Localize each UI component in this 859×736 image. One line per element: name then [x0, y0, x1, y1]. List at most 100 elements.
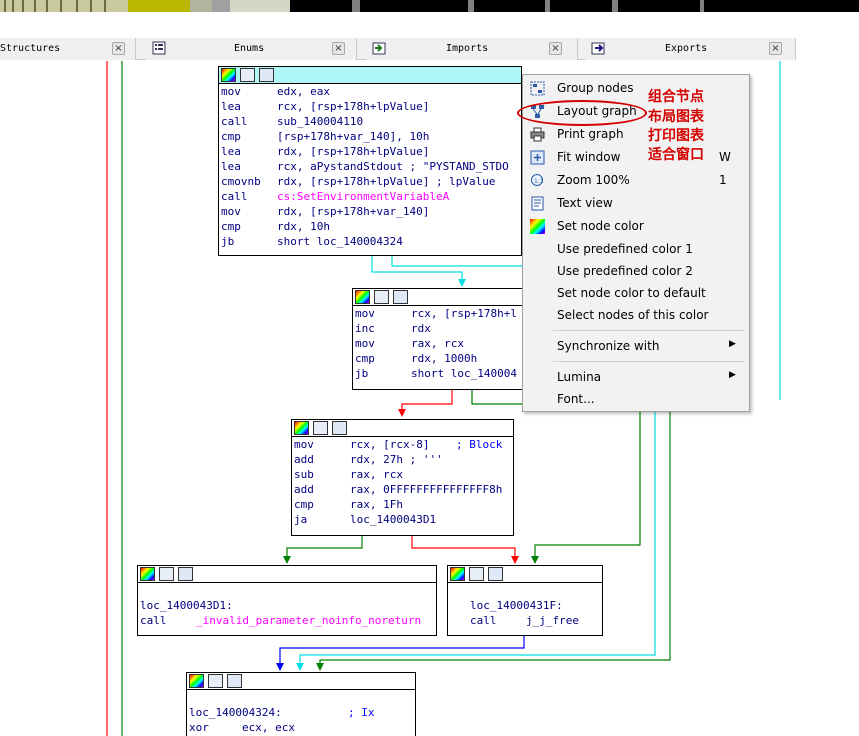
annotation-circle — [517, 100, 647, 126]
rename-icon[interactable] — [313, 421, 328, 435]
tab-enums-close-icon[interactable]: × — [332, 42, 345, 55]
node-color-icon[interactable] — [140, 567, 155, 581]
menu-item-fit-window[interactable]: Fit window W — [523, 147, 749, 169]
annotation-group-nodes: 组合节点 — [648, 89, 704, 105]
menu-item-print-graph[interactable]: Print graph — [523, 124, 749, 146]
tab-structures[interactable]: Structures × — [0, 38, 136, 60]
block-5-header — [448, 566, 602, 583]
menu-item-zoom-100[interactable]: 1:1 Zoom 100% 1 — [523, 170, 749, 192]
menu-separator — [553, 330, 745, 331]
tab-bar: Structures × Enums × Imports × Exports × — [0, 38, 796, 60]
list-view-icon[interactable] — [227, 674, 242, 688]
asm-label: loc_1400043D1: — [140, 599, 233, 612]
rename-icon[interactable] — [240, 68, 255, 82]
rename-icon[interactable] — [469, 567, 484, 581]
asm-line: call_invalid_parameter_noinfo_noreturn — [140, 614, 422, 627]
code-block-6[interactable]: loc_140004324: ; Ix xor ecx, ecx — [186, 672, 416, 736]
tab-exports-close-icon[interactable]: × — [769, 42, 782, 55]
node-color-icon[interactable] — [294, 421, 309, 435]
list-view-icon[interactable] — [178, 567, 193, 581]
tab-imports-close-icon[interactable]: × — [549, 42, 562, 55]
enums-icon — [152, 41, 166, 55]
submenu-arrow-icon: ▶ — [729, 370, 736, 380]
tab-exports[interactable]: Exports × — [585, 38, 796, 60]
tab-structures-label: Structures — [0, 43, 61, 54]
graph-edges — [106, 61, 781, 736]
menu-item-node-color-default[interactable]: Set node color to default — [557, 286, 706, 300]
tab-structures-close-icon[interactable]: × — [112, 42, 125, 55]
block-6-header — [187, 673, 415, 690]
group-nodes-icon — [530, 81, 545, 96]
node-color-icon[interactable] — [189, 674, 204, 688]
printer-icon — [530, 127, 545, 142]
node-color-icon[interactable] — [221, 68, 236, 82]
code-block-4[interactable]: loc_1400043D1: call_invalid_parameter_no… — [137, 565, 437, 636]
graph-context-menu: Group nodes Layout graph Print graph Fit… — [522, 74, 750, 412]
menu-item-predefined-color-2[interactable]: Use predefined color 2 — [557, 264, 693, 278]
menu-item-text-view[interactable]: Text view — [523, 193, 749, 215]
color-palette-icon — [530, 219, 545, 234]
menu-item-font[interactable]: Font... — [557, 392, 595, 406]
menu-item-group-nodes[interactable]: Group nodes — [523, 78, 749, 100]
exports-icon — [591, 42, 605, 55]
list-view-icon[interactable] — [488, 567, 503, 581]
list-view-icon[interactable] — [259, 68, 274, 82]
menu-separator — [553, 361, 745, 362]
menu-item-predefined-color-1[interactable]: Use predefined color 1 — [557, 242, 693, 256]
block-4-header — [138, 566, 436, 583]
rename-icon[interactable] — [159, 567, 174, 581]
tab-enums-label: Enums — [234, 43, 265, 54]
submenu-arrow-icon: ▶ — [729, 339, 736, 349]
menu-item-synchronize-with[interactable]: Synchronize with ▶ — [557, 339, 736, 353]
block-2-header — [353, 289, 523, 306]
asm-line: cmp[rsp+178h+var_140], 10h — [221, 130, 430, 143]
menu-item-set-node-color[interactable]: Set node color — [523, 216, 749, 238]
asm-label: loc_14000431F: — [470, 599, 563, 612]
annotation-layout-graph: 布局图表 — [648, 109, 704, 125]
node-color-icon[interactable] — [450, 567, 465, 581]
asm-line: xor ecx, ecx — [189, 721, 295, 734]
text-view-icon — [531, 196, 544, 211]
node-color-icon[interactable] — [355, 290, 370, 304]
svg-text:1:1: 1:1 — [534, 178, 544, 185]
block-1-header — [219, 67, 521, 84]
zoom-icon: 1:1 — [531, 174, 544, 186]
list-view-icon[interactable] — [332, 421, 347, 435]
list-view-icon[interactable] — [393, 290, 408, 304]
navigation-band[interactable] — [0, 0, 859, 12]
annotation-print-graph: 打印图表 — [648, 128, 704, 144]
tab-exports-label: Exports — [665, 43, 708, 54]
tab-enums[interactable]: Enums × — [146, 38, 357, 60]
menu-item-lumina[interactable]: Lumina ▶ — [557, 370, 736, 384]
block-3-header — [292, 420, 513, 437]
tab-imports[interactable]: Imports × — [366, 38, 578, 60]
rename-icon[interactable] — [374, 290, 389, 304]
menu-item-select-nodes-color[interactable]: Select nodes of this color — [557, 308, 709, 322]
asm-label: loc_140004324: ; Ix — [189, 706, 375, 719]
rename-icon[interactable] — [208, 674, 223, 688]
